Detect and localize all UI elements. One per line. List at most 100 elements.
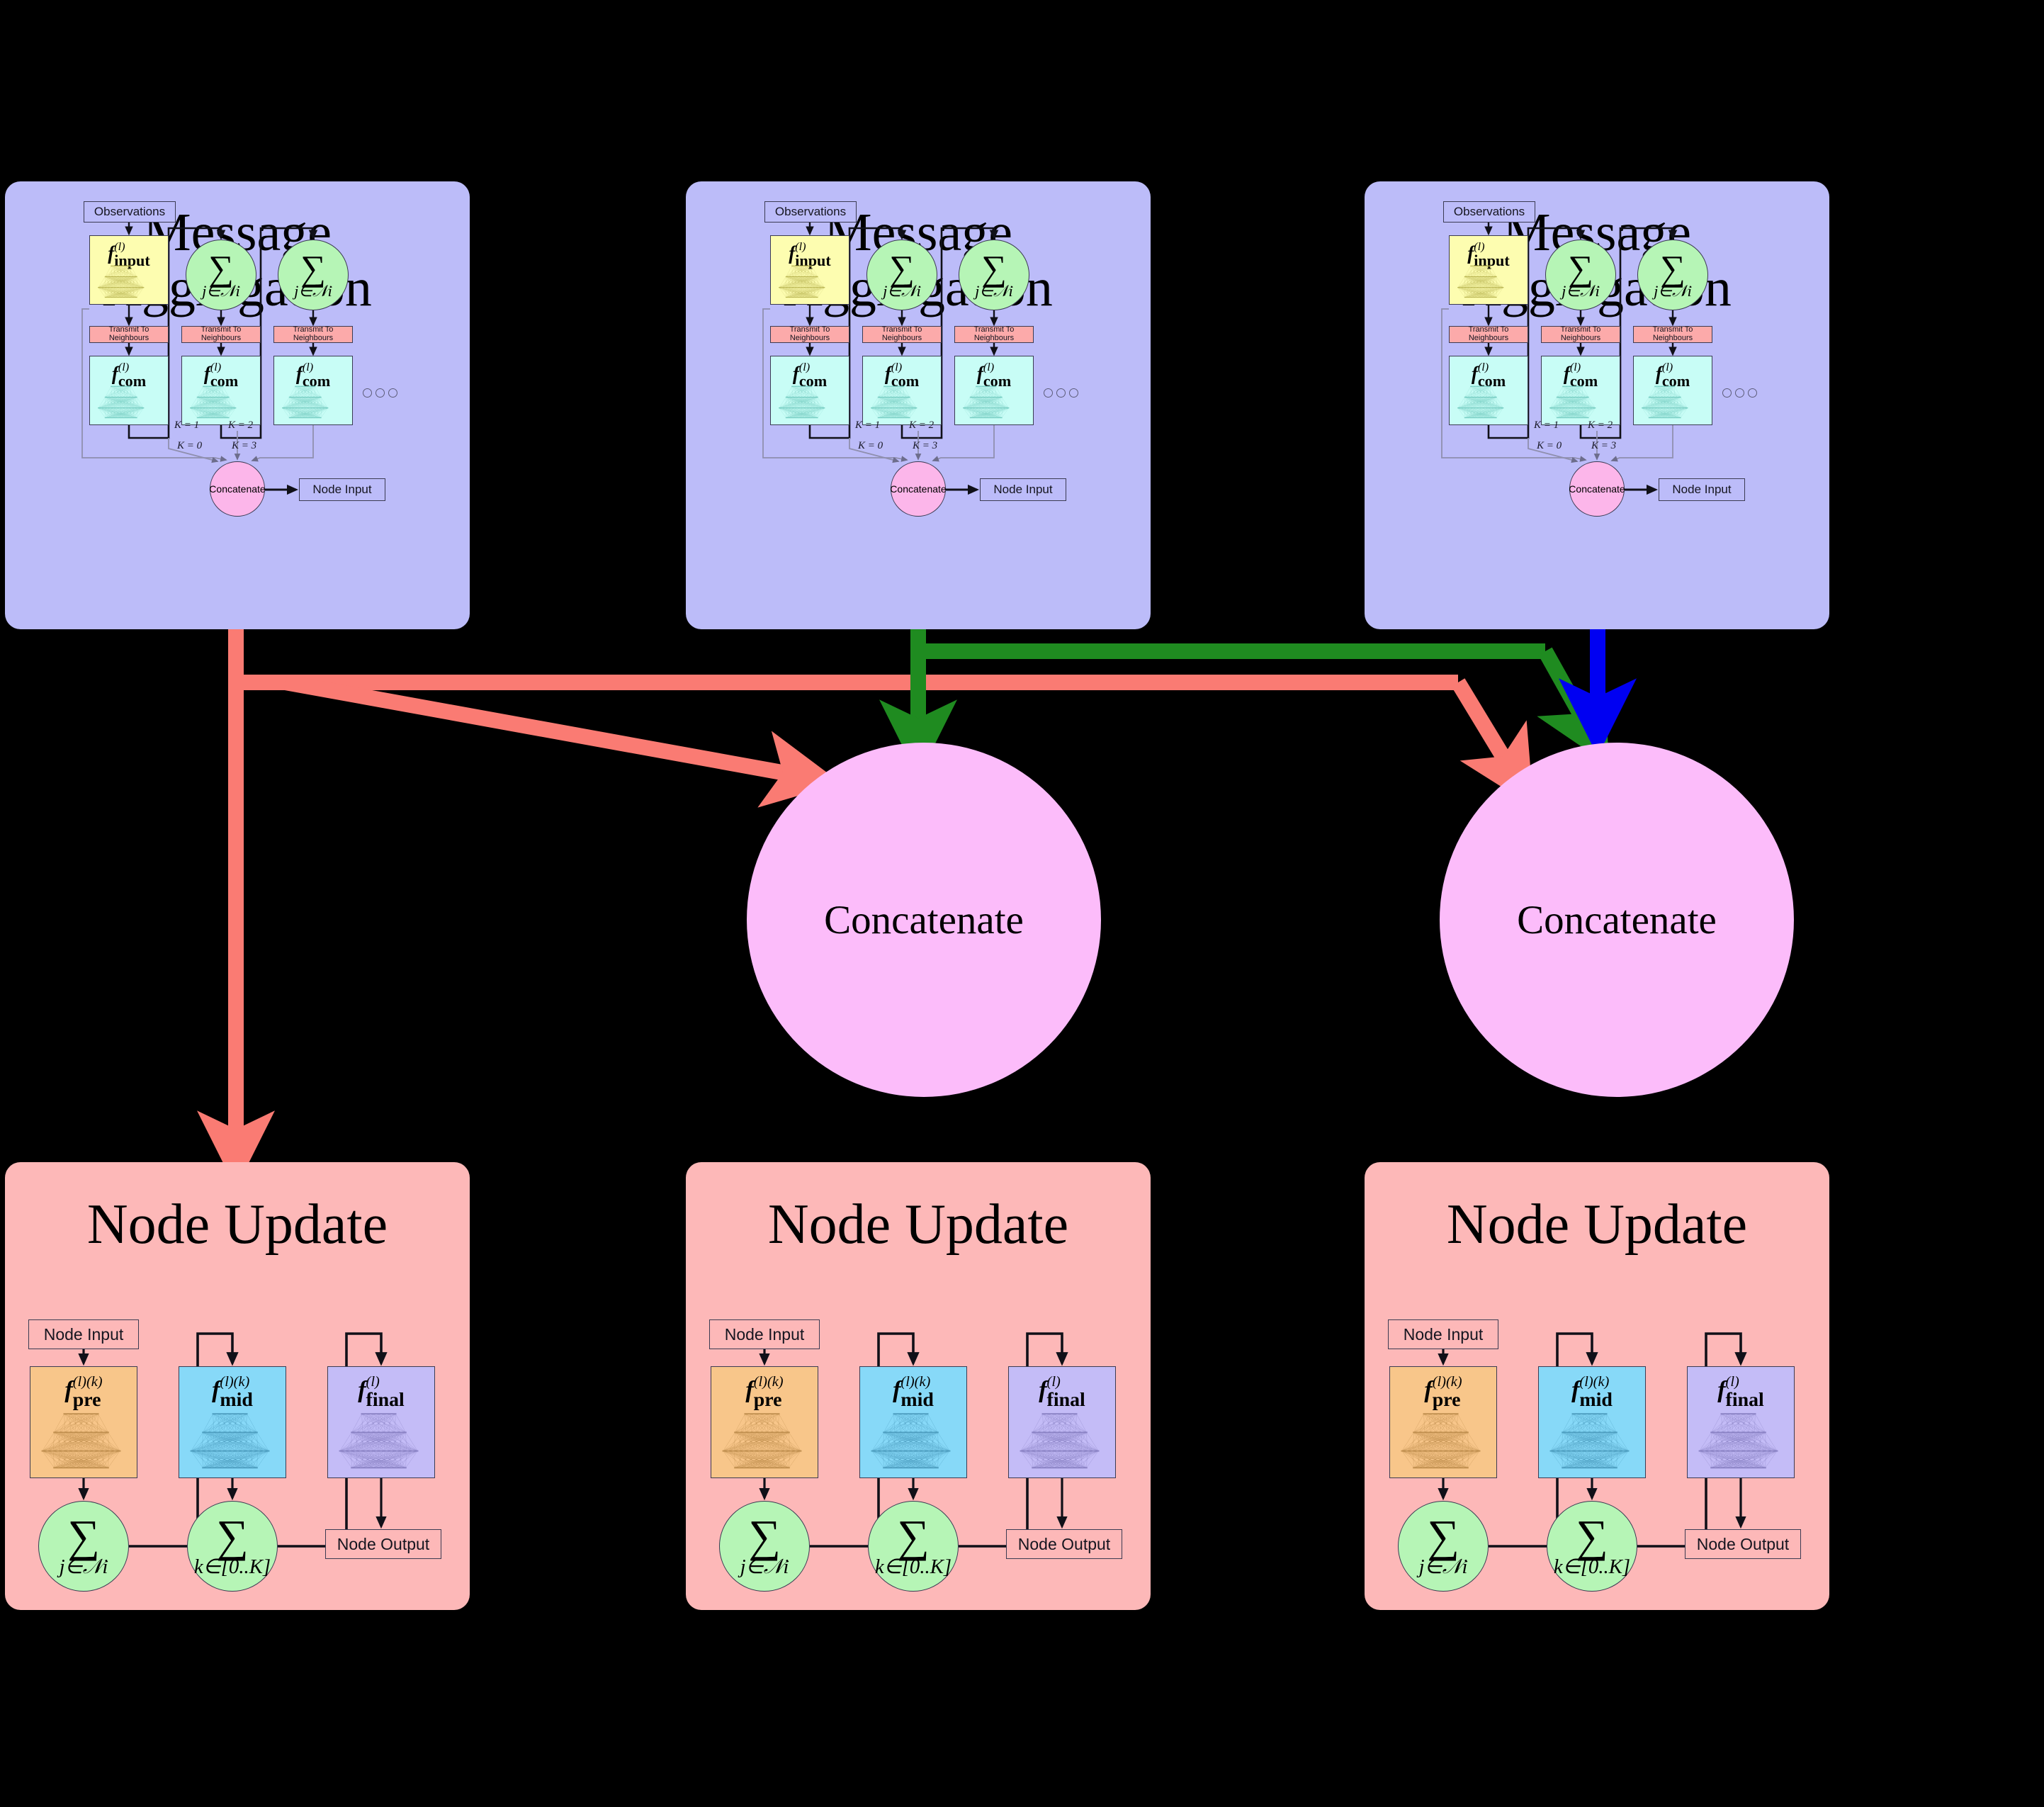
- sum-circle-col2[interactable]: ∑j∈𝒩i: [866, 240, 937, 310]
- concatenate-node-2[interactable]: Concatenate: [1440, 743, 1794, 1097]
- node-input-box[interactable]: Node Input: [1388, 1319, 1498, 1349]
- sum-circle-right[interactable]: ∑k∈[0..K]: [1547, 1501, 1637, 1592]
- observations-box[interactable]: Observations: [764, 201, 857, 223]
- f-mid-box[interactable]: f(l)(k)mid: [859, 1366, 967, 1478]
- f-com-box[interactable]: f(l)com: [181, 356, 261, 425]
- sigma-glyph: ∑: [208, 247, 234, 288]
- sum-index: j∈𝒩i: [294, 281, 332, 300]
- transmit-to-neighbours-box[interactable]: Transmit To Neighbours: [862, 326, 942, 343]
- message-inner-connectors: [762, 223, 999, 495]
- node-output-box[interactable]: Node Output: [1685, 1529, 1801, 1559]
- f-mid-box[interactable]: f(l)(k)mid: [179, 1366, 286, 1478]
- transmit-to-neighbours-box[interactable]: Transmit To Neighbours: [1633, 326, 1712, 343]
- sum-symbol: ∑j∈𝒩i: [1562, 250, 1600, 299]
- function-script: (l)final: [366, 1374, 405, 1411]
- f-input-box[interactable]: f(l)input: [770, 235, 849, 305]
- f-com-box[interactable]: f(l)com: [89, 356, 169, 425]
- function-symbol: f(l)(k)mid: [893, 1374, 934, 1410]
- sum-symbol: ∑k∈[0..K]: [193, 1514, 271, 1579]
- function-label: f(l)com: [955, 361, 1033, 389]
- f-final-box[interactable]: f(l)final: [1008, 1366, 1116, 1478]
- f-com-box[interactable]: f(l)com: [1541, 356, 1620, 425]
- neural-net-glyph: [778, 266, 825, 298]
- transmit-to-neighbours-box[interactable]: Transmit To Neighbours: [1541, 326, 1620, 343]
- node-output-box[interactable]: Node Output: [325, 1529, 441, 1559]
- concatenate-node-1[interactable]: Concatenate: [747, 743, 1101, 1097]
- node-output-box[interactable]: Node Output: [1006, 1529, 1122, 1559]
- dot: [1056, 388, 1066, 398]
- f-mid-box[interactable]: f(l)(k)mid: [1538, 1366, 1646, 1478]
- sigma-glyph: ∑: [981, 247, 1007, 288]
- f-com-box[interactable]: f(l)com: [1633, 356, 1712, 425]
- f-com-box[interactable]: f(l)com: [862, 356, 942, 425]
- concatenate-label: Concatenate: [1569, 483, 1625, 495]
- f-com-box[interactable]: f(l)com: [770, 356, 849, 425]
- message-aggregation-panel-2[interactable]: Message Aggregation Observationsf(l)inpu…: [686, 181, 1151, 629]
- function-label: f(l)com: [90, 361, 168, 389]
- function-subscript: pre: [1432, 1388, 1461, 1411]
- function-superscript: (l)(k): [1579, 1373, 1610, 1390]
- observations-box[interactable]: Observations: [1443, 201, 1535, 223]
- f-final-box[interactable]: f(l)final: [327, 1366, 435, 1478]
- transmit-to-neighbours-box[interactable]: Transmit To Neighbours: [1449, 326, 1528, 343]
- node-input-box[interactable]: Node Input: [299, 478, 385, 501]
- message-aggregation-panel-1[interactable]: Message Aggregation Observationsf(l)inpu…: [5, 181, 470, 629]
- sum-index: k∈[0..K]: [193, 1555, 271, 1579]
- f-input-box[interactable]: f(l)input: [1449, 235, 1528, 305]
- node-input-box[interactable]: Node Input: [28, 1319, 139, 1349]
- f-com-box[interactable]: f(l)com: [1449, 356, 1528, 425]
- concatenate-circle[interactable]: Concatenate: [209, 461, 266, 517]
- sum-circle-col3[interactable]: ∑j∈𝒩i: [1637, 240, 1708, 310]
- sum-circle-col2[interactable]: ∑j∈𝒩i: [1545, 240, 1616, 310]
- sum-circle-col2[interactable]: ∑j∈𝒩i: [186, 240, 256, 310]
- sum-circle-right[interactable]: ∑k∈[0..K]: [187, 1501, 278, 1592]
- message-inner-connectors: [81, 223, 318, 495]
- f-pre-box[interactable]: f(l)(k)pre: [711, 1366, 818, 1478]
- k1-to-concat: [168, 438, 219, 463]
- function-base: f: [203, 362, 210, 384]
- f-input-box[interactable]: f(l)input: [89, 235, 169, 305]
- node-input-box[interactable]: Node Input: [1659, 478, 1745, 501]
- function-superscript: (l)(k): [753, 1373, 784, 1390]
- sum-circle-col3[interactable]: ∑j∈𝒩i: [959, 240, 1029, 310]
- function-label: f(l)com: [182, 361, 260, 389]
- concatenate-circle[interactable]: Concatenate: [890, 461, 947, 517]
- node-input-box[interactable]: Node Input: [980, 478, 1066, 501]
- sum-circle-left[interactable]: ∑j∈𝒩i: [1398, 1501, 1489, 1592]
- function-subscript: mid: [220, 1388, 253, 1411]
- transmit-to-neighbours-box[interactable]: Transmit To Neighbours: [181, 326, 261, 343]
- transmit-to-neighbours-box[interactable]: Transmit To Neighbours: [273, 326, 353, 343]
- function-superscript: (l)(k): [1432, 1373, 1462, 1390]
- function-base: f: [792, 362, 799, 384]
- dot: [1748, 388, 1757, 398]
- sum-index: j∈𝒩i: [1654, 281, 1692, 300]
- sum-circle-left[interactable]: ∑j∈𝒩i: [719, 1501, 810, 1592]
- observations-box[interactable]: Observations: [84, 201, 176, 223]
- transmit-to-neighbours-box[interactable]: Transmit To Neighbours: [954, 326, 1034, 343]
- sum-circle-left[interactable]: ∑j∈𝒩i: [38, 1501, 129, 1592]
- f-com-box[interactable]: f(l)com: [273, 356, 353, 425]
- f-com-box[interactable]: f(l)com: [954, 356, 1034, 425]
- concatenate-circle[interactable]: Concatenate: [1569, 461, 1625, 517]
- edge-red-to-concatenate-1: [284, 675, 842, 808]
- f-final-box[interactable]: f(l)final: [1687, 1366, 1795, 1478]
- function-superscript: (l): [114, 240, 125, 253]
- transmit-to-neighbours-box[interactable]: Transmit To Neighbours: [89, 326, 169, 343]
- f-pre-box[interactable]: f(l)(k)pre: [1389, 1366, 1497, 1478]
- f-pre-box[interactable]: f(l)(k)pre: [30, 1366, 137, 1478]
- sum-index: j∈𝒩i: [1418, 1555, 1468, 1579]
- sum-circle-col3[interactable]: ∑j∈𝒩i: [278, 240, 349, 310]
- function-subscript: final: [366, 1388, 405, 1411]
- sum-circle-right[interactable]: ∑k∈[0..K]: [868, 1501, 959, 1592]
- function-base: f: [64, 1376, 73, 1403]
- function-label: f(l)com: [1450, 361, 1528, 389]
- node-update-inner-connectors: [1438, 1332, 1747, 1548]
- node-input-box[interactable]: Node Input: [709, 1319, 820, 1349]
- message-aggregation-panel-3[interactable]: Message Aggregation Observationsf(l)inpu…: [1365, 181, 1829, 629]
- transmit-to-neighbours-box[interactable]: Transmit To Neighbours: [770, 326, 849, 343]
- function-label: f(l)input: [1450, 241, 1528, 269]
- function-label: f(l)final: [328, 1374, 434, 1411]
